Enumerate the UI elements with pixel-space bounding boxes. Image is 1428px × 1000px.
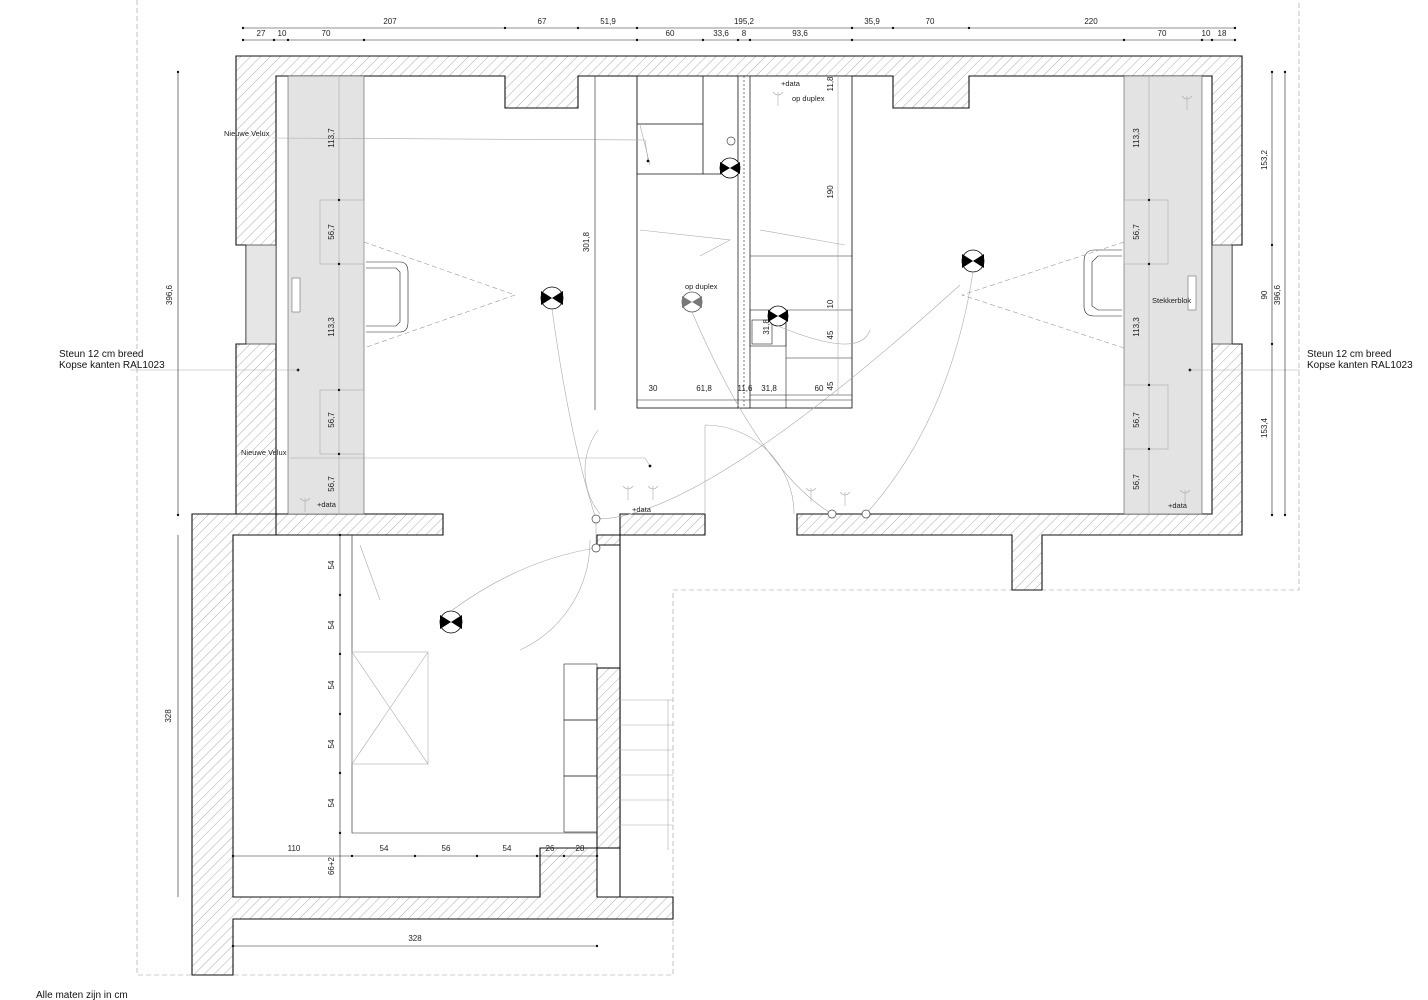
dim-row2-8: 8 xyxy=(742,29,747,38)
dim-top-195-2: 195,2 xyxy=(734,17,755,26)
dim-row2-70b: 70 xyxy=(1158,29,1167,38)
dim-row2-27: 27 xyxy=(257,29,266,38)
window-right xyxy=(1211,244,1233,345)
wiring xyxy=(450,271,974,612)
label-data-right: +data xyxy=(1168,501,1188,510)
dim-row2-60: 60 xyxy=(666,29,675,38)
dim-row2-93-6: 93,6 xyxy=(792,29,808,38)
light-fixture-icon xyxy=(439,610,463,634)
desk-left xyxy=(291,199,365,455)
dim-row2-10: 10 xyxy=(278,29,287,38)
dim-far-right-153-4: 153,4 xyxy=(1260,417,1269,438)
dim-center-bottom-11-6: 11,6 xyxy=(738,384,754,393)
label-nieuwe-velux-top: Nieuwe Velux xyxy=(224,129,270,138)
dim-left-strip-2: 56,7 xyxy=(327,224,336,240)
dim-center-10: 10 xyxy=(826,299,835,308)
dim-row2-10b: 10 xyxy=(1202,29,1211,38)
dim-center-bottom-61-8: 61,8 xyxy=(696,384,712,393)
dim-left-strip-1: 113,7 xyxy=(327,128,336,148)
dim-lower-bottom-328: 328 xyxy=(408,934,422,943)
note-left-line1: Steun 12 cm breed xyxy=(59,349,144,360)
dim-lower-v4: 54 xyxy=(327,739,336,748)
dim-center-11-8: 11,8 xyxy=(826,76,835,92)
dimension-lines xyxy=(177,27,1286,947)
dim-center-190: 190 xyxy=(826,185,835,199)
dim-right-strip-3: 113,3 xyxy=(1132,317,1141,337)
dim-lower-66-2: 66+2 xyxy=(327,856,336,875)
dim-center-height: 301,8 xyxy=(582,231,591,252)
dim-right-strip-4: 56,7 xyxy=(1132,412,1141,428)
center-cabinet xyxy=(636,75,853,409)
window-left xyxy=(245,244,277,345)
dim-lower-v3: 54 xyxy=(327,680,336,689)
walls xyxy=(191,55,1243,976)
light-fixture-icon xyxy=(961,249,985,273)
site-boundary xyxy=(136,0,1300,976)
dim-center-31-8: 31,8 xyxy=(762,319,771,335)
dim-lower-v2: 54 xyxy=(327,620,336,629)
dim-right-strip-2: 56,7 xyxy=(1132,224,1141,240)
dim-far-right-90: 90 xyxy=(1260,290,1269,299)
dim-lower-h-54b: 54 xyxy=(503,844,512,853)
dim-row2-33-6: 33,6 xyxy=(713,29,729,38)
dim-lower-h-26: 26 xyxy=(546,844,555,853)
dim-lower-left-328: 328 xyxy=(164,709,173,723)
dim-left-strip-3: 113,3 xyxy=(327,317,336,337)
dim-top-35-9: 35,9 xyxy=(864,17,880,26)
dim-far-left: 396,6 xyxy=(165,284,174,305)
dim-top-51-9: 51,9 xyxy=(600,17,616,26)
dim-right-strip-1: 113,3 xyxy=(1132,128,1141,148)
dim-lower-h-54a: 54 xyxy=(380,844,389,853)
dim-lower-h-28: 28 xyxy=(576,844,585,853)
dim-center-45a: 45 xyxy=(826,330,835,339)
dim-lower-h-110: 110 xyxy=(288,844,301,853)
socket-icon xyxy=(299,91,1193,512)
dim-row2-18: 18 xyxy=(1218,29,1227,38)
wardrobe-lower xyxy=(351,535,598,834)
note-right-line1: Steun 12 cm breed xyxy=(1307,349,1392,360)
label-data-left: +data xyxy=(317,500,337,509)
light-fixture-icon xyxy=(540,286,564,310)
dim-lower-h-56: 56 xyxy=(442,844,451,853)
dim-center-45b: 45 xyxy=(826,381,835,390)
dim-top-70: 70 xyxy=(926,17,935,26)
note-right-line2: Kopse kanten RAL1023 xyxy=(1307,360,1413,371)
label-op-duplex-center: op duplex xyxy=(685,282,718,291)
dim-far-right-153-2: 153,2 xyxy=(1260,149,1269,170)
dim-top-67: 67 xyxy=(538,17,547,26)
chair-right xyxy=(1083,249,1122,317)
dim-top-207: 207 xyxy=(383,17,397,26)
light-fixture-icon xyxy=(767,305,789,327)
dim-right-strip-5: 56,7 xyxy=(1132,474,1141,490)
stair xyxy=(620,699,673,850)
dim-center-bottom-30: 30 xyxy=(649,384,658,393)
dim-left-strip-5: 56,7 xyxy=(327,476,336,492)
light-fixture-icon xyxy=(681,291,703,313)
label-stekkerblok: Stekkerblok xyxy=(1152,296,1191,305)
label-nieuwe-velux-bottom: Nieuwe Velux xyxy=(241,448,287,457)
dim-center-bottom-31-8: 31,8 xyxy=(761,384,777,393)
dim-left-strip-4: 56,7 xyxy=(327,412,336,428)
light-fixture-icon xyxy=(719,157,741,179)
dimension-ticks xyxy=(176,26,1287,948)
storage-strip-left xyxy=(287,75,365,515)
dim-row2-70: 70 xyxy=(322,29,331,38)
chair-left xyxy=(366,261,409,333)
dim-lower-v5: 54 xyxy=(327,798,336,807)
label-data-top: +data xyxy=(781,79,801,88)
dim-far-right-396-6: 396,6 xyxy=(1273,284,1282,305)
note-left-line2: Kopse kanten RAL1023 xyxy=(59,360,165,371)
label-data-mid: +data xyxy=(632,505,652,514)
desk-right xyxy=(1123,199,1197,450)
dim-top-220: 220 xyxy=(1084,17,1098,26)
dim-center-bottom-60: 60 xyxy=(815,384,824,393)
dim-lower-v1: 54 xyxy=(327,560,336,569)
note-units: Alle maten zijn in cm xyxy=(36,990,128,1000)
label-op-duplex-top: op duplex xyxy=(792,94,825,103)
